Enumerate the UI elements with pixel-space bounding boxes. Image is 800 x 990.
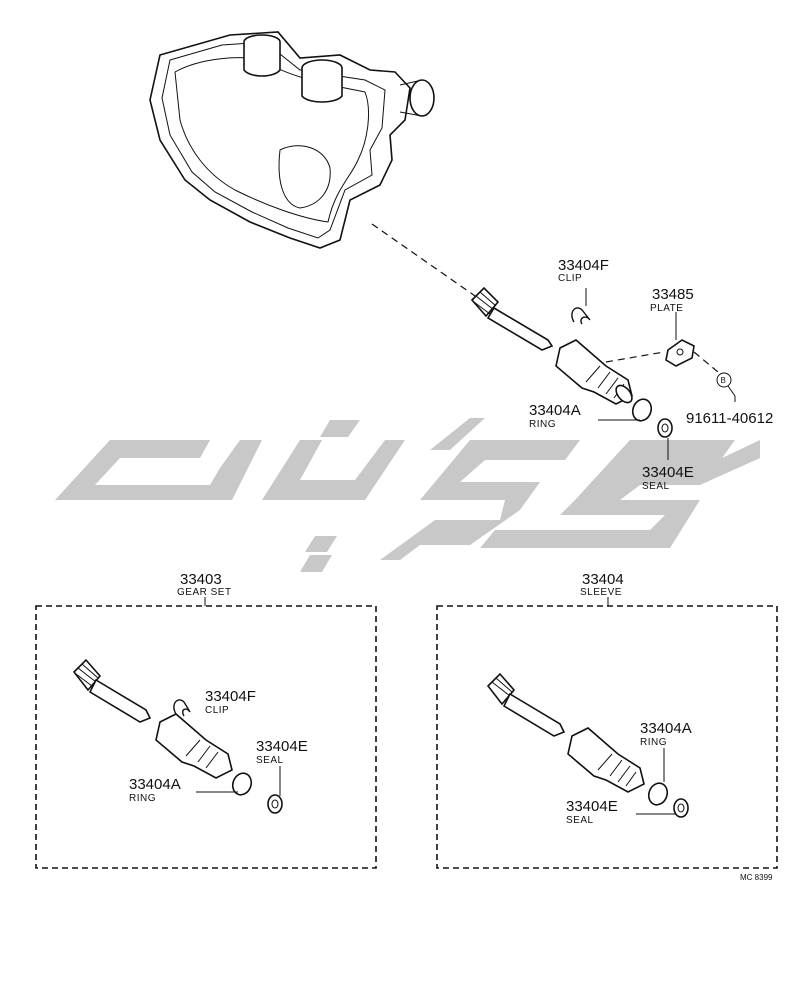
- ring-main: [631, 398, 653, 422]
- gear-set-ring-number: 33404A: [129, 776, 181, 793]
- driven-gear-shaft: [470, 286, 554, 351]
- sleeve-name: SLEEVE: [580, 587, 622, 598]
- seal-main-number: 33404E: [642, 464, 694, 481]
- plate-main-name: PLATE: [650, 303, 683, 314]
- watermark-logo: [55, 418, 760, 572]
- clip-main: [571, 307, 591, 325]
- drawing-code: MC 8399: [740, 873, 773, 882]
- sleeve-seal-number: 33404E: [566, 798, 618, 815]
- gear-set-ring-name: RING: [129, 793, 156, 804]
- sleeve-box: 33404 SLEEVE 33404A RING 33404E SEAL: [436, 571, 778, 869]
- transmission-case: [149, 31, 435, 249]
- gear-set-box: 33403 GEAR SET 33404F CLIP 33404E SEAL 3…: [35, 571, 377, 869]
- sleeve-main: [555, 339, 633, 405]
- plate-main-number: 33485: [652, 286, 694, 303]
- svg-text:B: B: [721, 376, 726, 385]
- ring-main-name: RING: [529, 419, 556, 430]
- main-assembly: B 33404F CLIP 33485 PLATE 33404A RING 91…: [371, 223, 773, 492]
- bolt-symbol: B: [716, 372, 736, 402]
- gear-set-clip-number: 33404F: [205, 688, 256, 705]
- plate-main: [605, 312, 719, 373]
- gear-set-seal-number: 33404E: [256, 738, 308, 755]
- clip-main-name: CLIP: [558, 273, 582, 284]
- seal-main: [657, 418, 673, 460]
- seal-main-name: SEAL: [642, 481, 670, 492]
- clip-main-number: 33404F: [558, 257, 609, 274]
- gear-set-name: GEAR SET: [177, 587, 232, 598]
- sleeve-ring-name: RING: [640, 737, 667, 748]
- bolt-number: 91611-40612: [686, 410, 773, 427]
- sleeve-seal-name: SEAL: [566, 815, 594, 826]
- sleeve-ring-number: 33404A: [640, 720, 692, 737]
- ring-main-number: 33404A: [529, 402, 581, 419]
- gear-set-number: 33403: [180, 571, 222, 588]
- gear-set-clip-name: CLIP: [205, 705, 229, 716]
- sleeve-number: 33404: [582, 571, 624, 588]
- gear-set-seal-name: SEAL: [256, 755, 284, 766]
